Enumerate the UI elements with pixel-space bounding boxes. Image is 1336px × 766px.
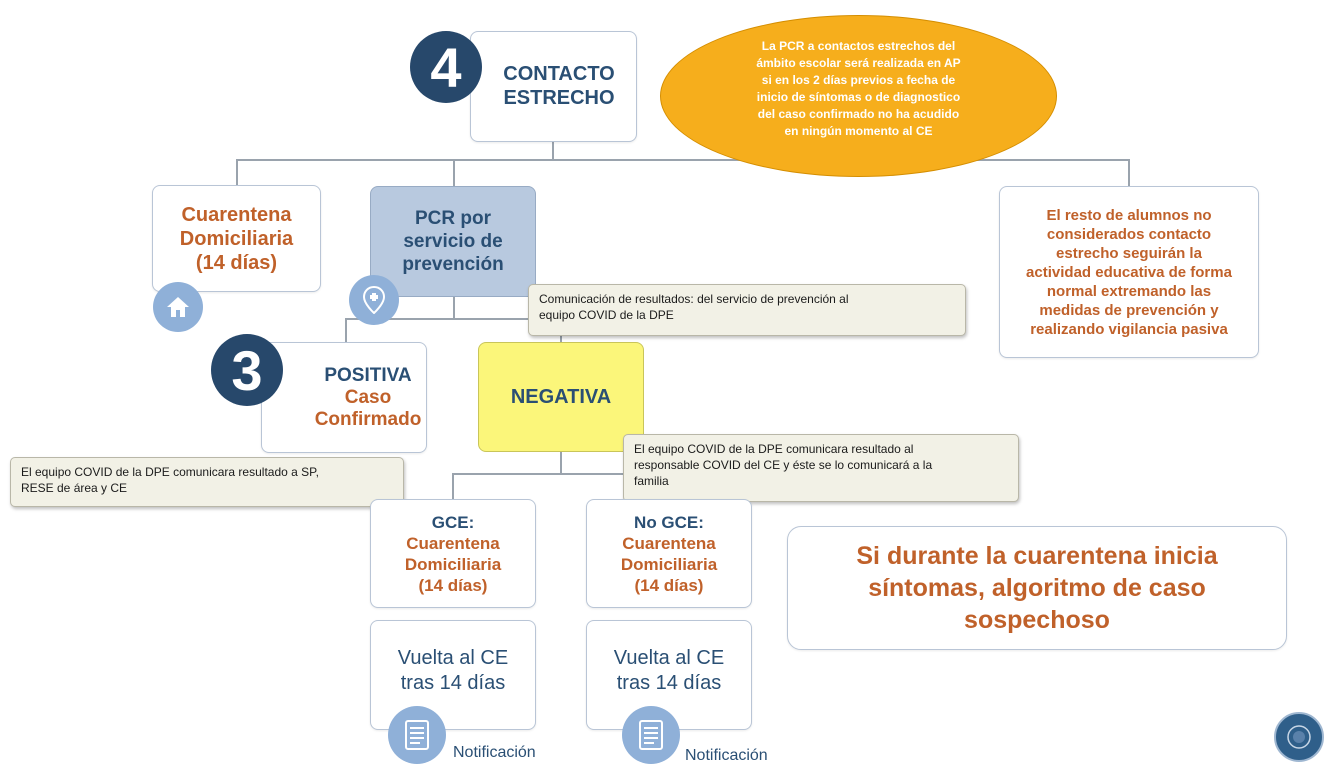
connector-pcr-down — [453, 297, 455, 319]
gce-line1: GCE: — [431, 512, 475, 532]
vuelta-right-line1: Vuelta al CE — [613, 647, 725, 669]
connector-negativa-down — [560, 452, 562, 474]
callout-line5: del caso confirmado no ha acudido — [757, 107, 960, 121]
connector-top-horizontal — [236, 159, 1129, 161]
callout-line6: en ningún momento al CE — [784, 124, 933, 138]
document-icon — [388, 706, 446, 764]
vuelta-left-box: Vuelta al CE tras 14 días — [370, 620, 536, 730]
contacto-estrecho-box — [470, 31, 637, 142]
callout-ellipse: La PCR a contactos estrechos del ámbito … — [660, 15, 1057, 177]
connector-top-vertical — [552, 142, 554, 160]
callout-line4: inicio de síntomas o de diagnostico — [756, 90, 961, 104]
note-sp: El equipo COVID de la DPE comunicara res… — [10, 457, 404, 507]
pcr-line1: PCR por — [415, 208, 491, 229]
pcr-line2: servicio de — [403, 231, 503, 252]
sintomas-line1: Si durante la cuarentena inicia — [856, 542, 1218, 570]
nogce-line3: Domiciliaria — [620, 554, 718, 574]
cuarentena-line2: Domiciliaria — [179, 227, 294, 250]
vuelta-right-line2: tras 14 días — [616, 672, 722, 694]
sintomas-box: Si durante la cuarentena inicia síntomas… — [787, 526, 1287, 650]
connector-to-resto — [1128, 159, 1130, 187]
negativa-label: NEGATIVA — [510, 385, 612, 408]
positiva-box: POSITIVA Caso Confirmado — [261, 342, 427, 453]
pcr-box: PCR por servicio de prevención — [370, 186, 536, 297]
resto-line2: considerados contacto — [1046, 225, 1212, 243]
callout-line2: ámbito escolar será realizada en AP — [756, 56, 961, 70]
gce-line4: (14 días) — [418, 575, 488, 595]
note-ce-line3: familia — [634, 474, 669, 488]
document-icon — [622, 706, 680, 764]
connector-negativa-horizontal — [452, 473, 670, 475]
nogce-box: No GCE: Cuarentena Domiciliaria (14 días… — [586, 499, 752, 608]
nogce-line4: (14 días) — [634, 575, 704, 595]
logo-seal-icon — [1274, 712, 1324, 762]
number-3-text: 3 — [231, 338, 263, 402]
location-pin-icon — [349, 275, 399, 325]
resto-line1: El resto de alumnos no — [1046, 206, 1212, 224]
positiva-line1: POSITIVA — [324, 364, 412, 386]
notificacion-right-label: Notificación — [685, 747, 768, 764]
connector-to-pcr — [453, 159, 455, 187]
contacto-title-line2: ESTRECHO — [503, 87, 615, 109]
note-ce-line2: responsable COVID del CE y éste se lo co… — [634, 458, 933, 472]
resto-line7: realizando vigilancia pasiva — [1030, 320, 1228, 338]
number-4-badge: 4 — [410, 31, 482, 103]
callout-line3: si en los 2 días previos a fecha de — [761, 73, 956, 87]
positiva-line2: Caso — [344, 386, 392, 408]
note-comunicacion-line1: Comunicación de resultados: del servicio… — [539, 292, 849, 306]
connector-to-gce — [452, 473, 454, 499]
notificacion-left-label: Notificación — [453, 744, 536, 761]
resto-alumnos-box: El resto de alumnos no considerados cont… — [999, 186, 1259, 358]
gce-line2: Cuarentena — [406, 533, 500, 553]
nogce-line1: No GCE: — [634, 512, 704, 532]
gce-box: GCE: Cuarentena Domiciliaria (14 días) — [370, 499, 536, 608]
connector-to-cuarentena — [236, 159, 238, 187]
number-4-text: 4 — [430, 35, 462, 99]
vuelta-left-line2: tras 14 días — [400, 672, 506, 694]
pcr-line3: prevención — [402, 254, 504, 275]
cuarentena-box: Cuarentena Domiciliaria (14 días) — [152, 185, 321, 292]
connector-to-positiva — [345, 318, 347, 342]
note-sp-line2: RESE de área y CE — [21, 481, 128, 495]
vuelta-right-box: Vuelta al CE tras 14 días — [586, 620, 752, 730]
resto-line4: actividad educativa de forma — [1026, 263, 1232, 281]
note-sp-line1: El equipo COVID de la DPE comunicara res… — [21, 465, 319, 479]
note-comunicacion-line2: equipo COVID de la DPE — [539, 308, 674, 322]
vuelta-left-line1: Vuelta al CE — [397, 647, 509, 669]
nogce-line2: Cuarentena — [622, 533, 716, 553]
number-3-badge: 3 — [211, 334, 283, 406]
gce-line3: Domiciliaria — [404, 554, 502, 574]
resto-line3: estrecho seguirán la — [1056, 244, 1202, 262]
sintomas-line2: síntomas, algoritmo de caso — [868, 574, 1206, 602]
positiva-line3: Confirmado — [314, 408, 422, 430]
callout-line1: La PCR a contactos estrechos del — [761, 39, 956, 53]
contacto-title: CONTACTO ESTRECHO — [484, 62, 634, 110]
contacto-title-line1: CONTACTO — [503, 63, 615, 85]
cuarentena-line1: Cuarentena — [181, 203, 292, 226]
home-icon — [153, 282, 203, 332]
resto-line6: medidas de prevención y — [1039, 301, 1219, 319]
note-ce-line1: El equipo COVID de la DPE comunicara res… — [634, 442, 914, 456]
negativa-box: NEGATIVA — [478, 342, 644, 452]
note-comunicacion: Comunicación de resultados: del servicio… — [528, 284, 966, 336]
connector-result-horizontal — [345, 318, 561, 320]
cuarentena-line3: (14 días) — [195, 251, 278, 274]
sintomas-line3: sospechoso — [964, 606, 1110, 634]
resto-line5: normal extremando las — [1046, 282, 1212, 300]
note-ce: El equipo COVID de la DPE comunicara res… — [623, 434, 1019, 502]
